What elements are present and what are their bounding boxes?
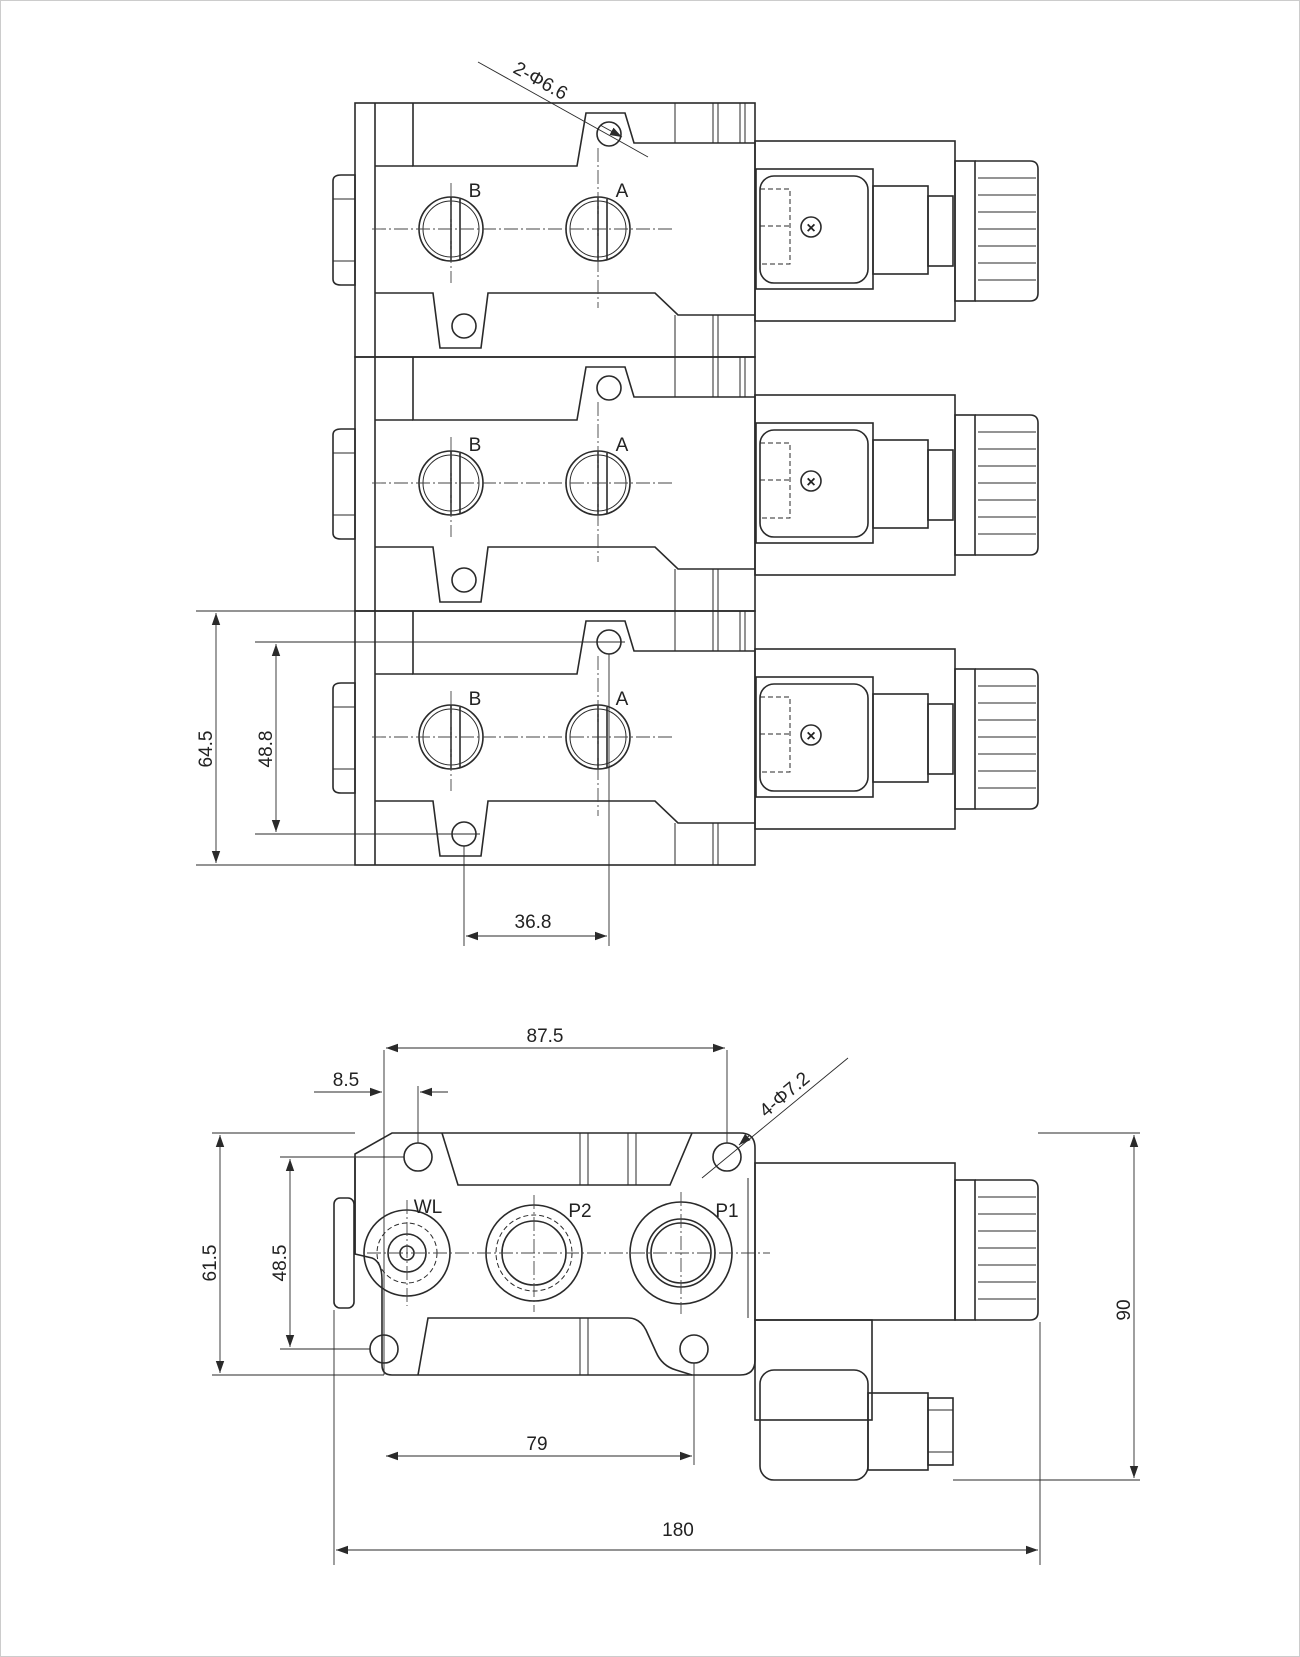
port-label-a-2: A [616,435,629,456]
dim-hole-spacing-horizontal: 36.8 [515,912,552,933]
side-bottom-slot [417,1317,693,1376]
side-top-slot [441,1132,693,1186]
side-hex-nut [333,1197,355,1309]
mounting-hole-callout-top: 2-Φ6.6 [510,58,571,105]
side-mount-hole-bottom-right [679,1334,709,1364]
dim-overall-length: 180 [662,1520,694,1541]
callout-arrow-side [738,1133,751,1146]
port-label-b-3: B [469,689,482,710]
mounting-hole-callout-side: 4-Φ7.2 [756,1068,814,1122]
side-connector-frame [754,1319,873,1421]
side-cable-gland [867,1392,929,1471]
side-port-label-wl: WL [414,1197,443,1218]
valve-unit-2 [332,356,1039,612]
dim-hole-offset: 8.5 [333,1070,359,1091]
dim-body-height: 61.5 [200,1245,221,1282]
side-port-label-p1: P1 [715,1201,738,1222]
side-coil-cap [975,1179,1039,1321]
port-label-b-1: B [469,181,482,202]
dim-side-hole-spacing-vertical: 48.5 [270,1245,291,1282]
dim-hole-spacing-top: 87.5 [527,1026,564,1047]
dim-hole-spacing-bottom: 79 [526,1434,547,1455]
side-port-label-p2: P2 [568,1201,591,1222]
side-view: WL P2 P1 87.5 8.5 4-Φ7.2 [200,1026,1140,1565]
valve-unit-3 [332,610,1039,866]
callout-leader-top [477,61,649,158]
dim-coil-height: 90 [1114,1299,1135,1320]
dim-overall-height: 64.5 [196,731,217,768]
dim-hole-spacing-vertical: 48.8 [256,731,277,768]
top-view-stack: B A B A B A 2-Φ6.6 64.5 48.8 36.8 [196,58,1039,946]
side-solenoid-housing [754,1162,956,1321]
callout-leader-side [701,1057,849,1179]
callout-arrow-top [599,124,623,138]
side-cable-gland-nut [927,1397,954,1466]
side-connector-plug [759,1369,869,1481]
valve-unit-1 [332,102,1039,358]
side-body-outline [354,1132,756,1376]
side-mount-hole-top-left [403,1142,433,1172]
port-label-a-3: A [616,689,629,710]
side-coil-collar [954,1179,976,1321]
port-label-a-1: A [616,181,629,202]
port-label-b-2: B [469,435,482,456]
